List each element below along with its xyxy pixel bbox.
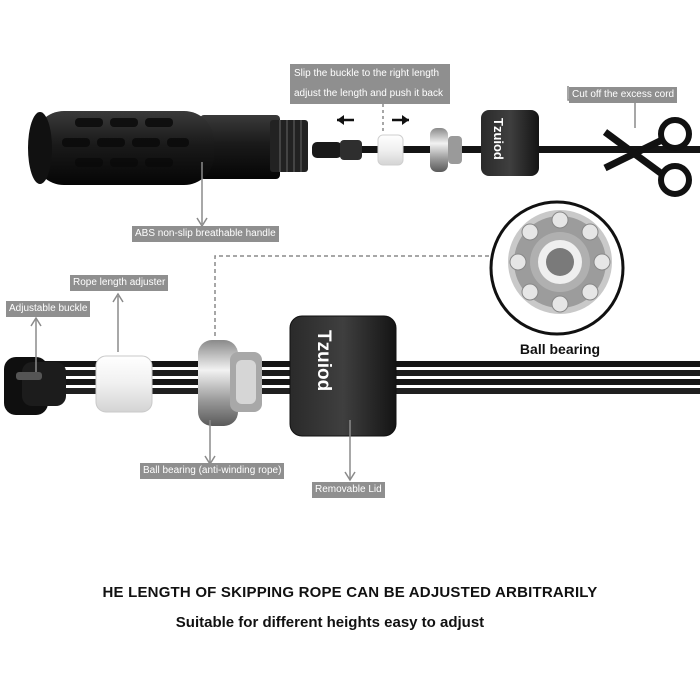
buckle-top [312,140,362,160]
headline: HE LENGTH OF SKIPPING ROPE CAN BE ADJUST… [102,584,598,601]
lid-bottom: Tzuiod [289,315,397,437]
subheadline: Suitable for different heights easy to a… [175,614,485,631]
ball-bearing-label: Ball bearing [519,341,601,357]
leader-lines-bottom [30,255,490,482]
ball-bearing-anti-label: Ball bearing (anti-winding rope) [140,463,285,479]
bearing-bottom [198,340,262,426]
brand-mark-top: Tzuiod [491,118,506,160]
scissors-icon [602,117,692,197]
cut-cord-label: Cut off the excess cord [569,87,678,103]
handle-label: ABS non-slip breathable handle [132,226,279,242]
adjustable-buckle-label: Adjustable buckle [6,301,91,317]
ball-bearing-inset [489,200,625,336]
slip-line-2: adjust the length and push it back [294,88,443,99]
adjuster-top [377,134,404,166]
removable-lid-label: Removable Lid [312,482,385,498]
adjuster-bottom [95,355,153,413]
brand-mark-bottom: Tzuiod [313,330,334,391]
arrow-left-icon [337,115,354,125]
handle-assembly [28,111,308,185]
lid-top: Tzuiod [481,110,539,176]
buckle-bottom [4,357,66,415]
rope-adjuster-label: Rope length adjuster [70,275,169,291]
arrow-right-icon [392,115,409,125]
slip-buckle-label: Slip the buckle to the right length adju… [290,64,450,104]
slip-line-1: Slip the buckle to the right length [294,68,440,79]
bearing-top [430,128,462,172]
